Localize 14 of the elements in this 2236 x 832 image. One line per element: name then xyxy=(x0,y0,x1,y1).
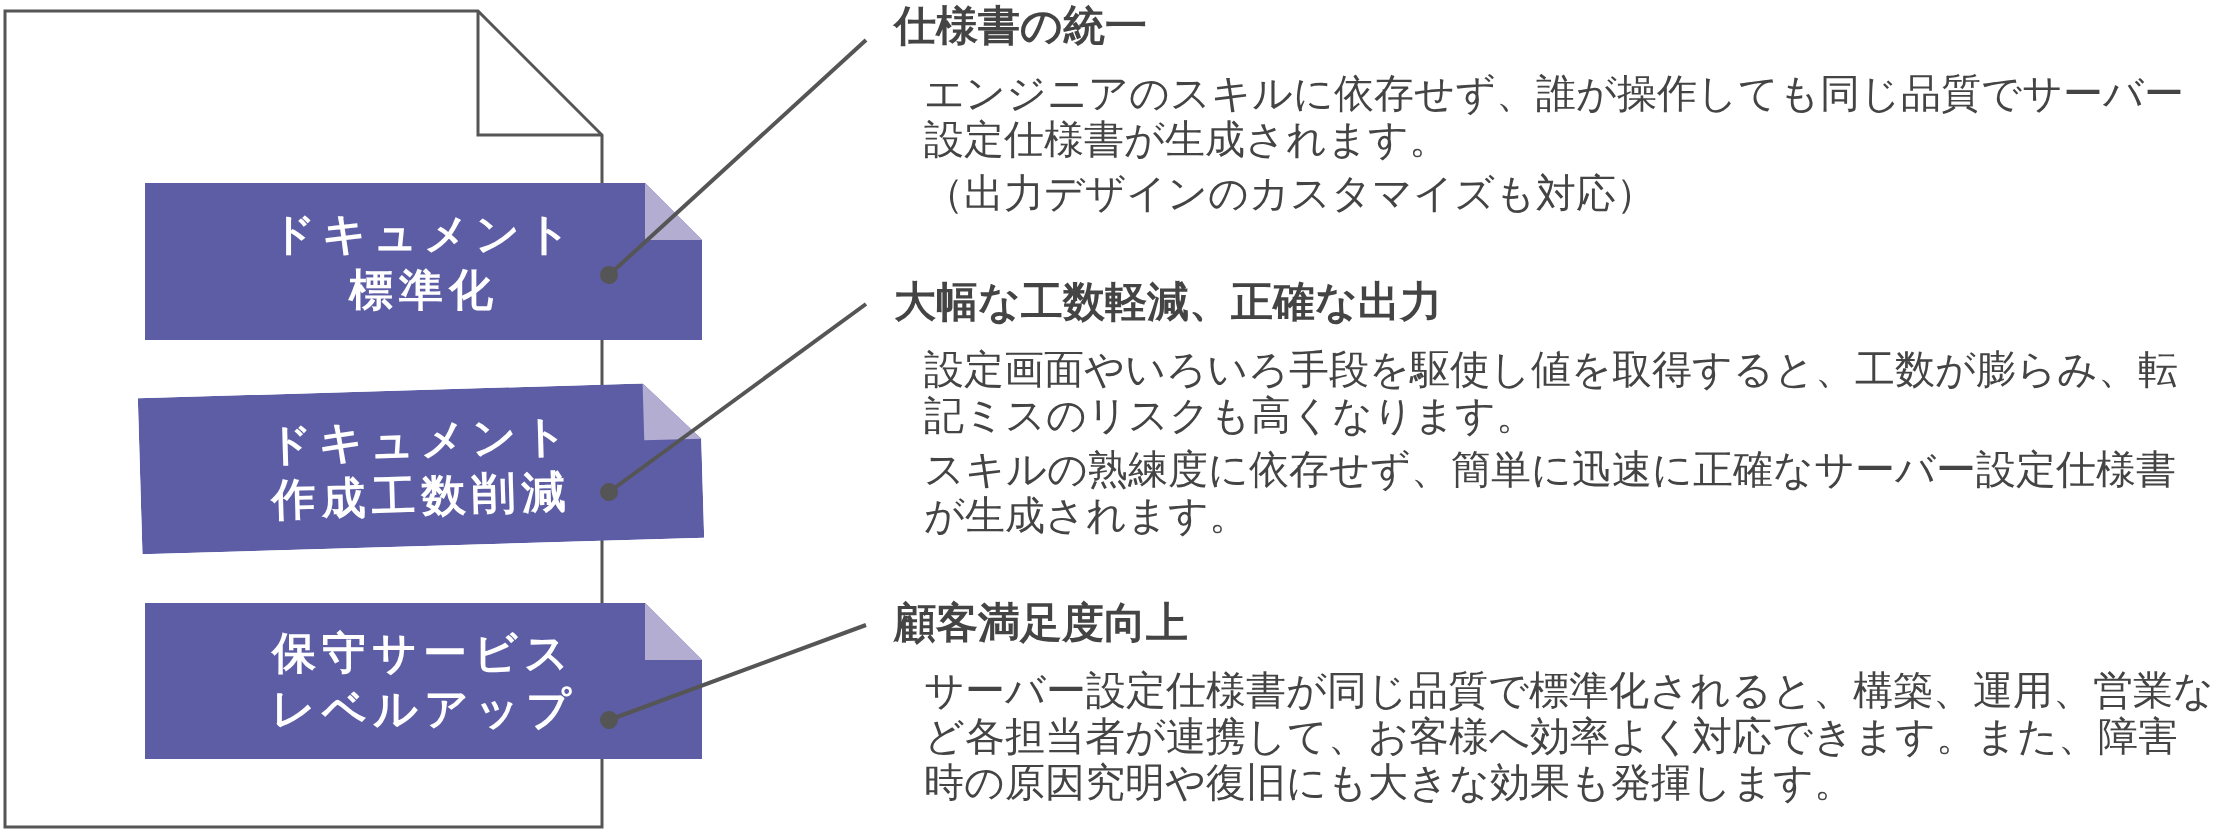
tag-label: ドキュメント標準化 xyxy=(145,183,702,340)
tag-label: ドキュメント作成工数削減 xyxy=(137,381,705,555)
body-text: （出力デザインのカスタマイズも対応） xyxy=(924,170,1657,216)
tag-label: 保守サービスレベルアップ xyxy=(145,603,702,759)
leader-line xyxy=(600,623,867,729)
body-text: スキルの熟練度に依存せず、簡単に迅速に正確なサーバー設定仕様書が生成されます。 xyxy=(924,446,2177,538)
leader-line xyxy=(600,38,868,284)
body-text: エンジニアのスキルに依存せず、誰が操作しても同じ品質でサーバー設定仕様書が生成されます。 xyxy=(924,70,2185,162)
body-text: 設定画面やいろいろ手段を駆使し値を取得すると、工数が膨らみ、転記ミスのリスクも高くなります。 xyxy=(924,346,2179,438)
heading: 大幅な工数軽減、正確な出力 xyxy=(894,276,1443,328)
heading: 仕様書の統一 xyxy=(894,0,1148,52)
heading: 顧客満足度向上 xyxy=(894,597,1189,649)
leader-line xyxy=(600,302,868,501)
body-text: サーバー設定仕様書が同じ品質で標準化されると、構築、運用、営業など各担当者が連携して、お客様へ効率よく対応できます。また、障害時の原因究明や復旧にも大きな効果も発揮します。 xyxy=(924,667,2214,805)
